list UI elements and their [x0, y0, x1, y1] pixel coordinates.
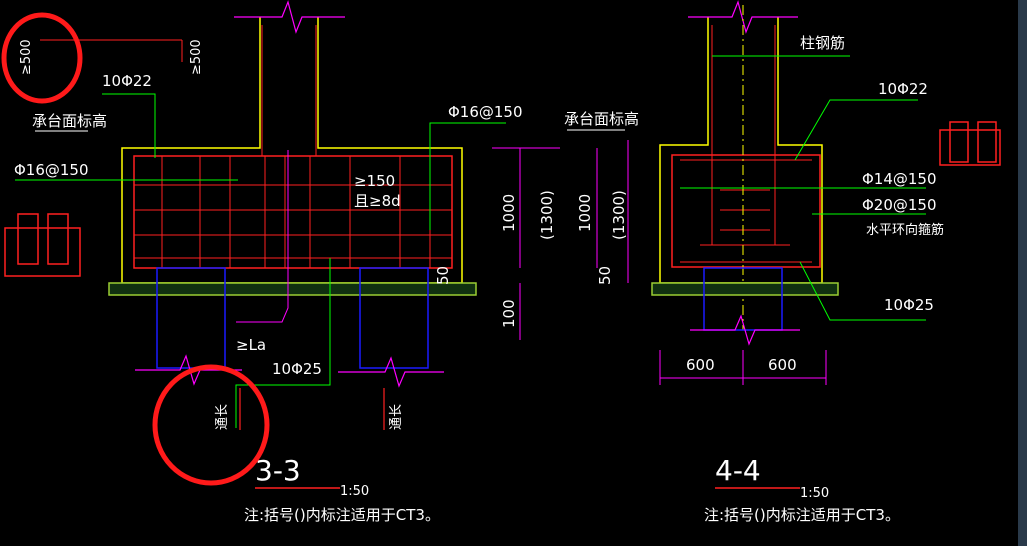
leader-10phi22-3-3 [102, 93, 156, 158]
dim-1300-4-4: (1300) [610, 190, 628, 240]
dim-1000-3-3: 1000 [500, 194, 518, 232]
cushion-layer-3-3 [108, 282, 477, 296]
section-3-3: ≥500 ≥500 10Φ22 承台面标高 Φ16@150 Φ16@150 ≥1… [14, 0, 560, 524]
left-symbol [4, 213, 81, 277]
label-la: ≥La [236, 336, 266, 354]
right-symbol [939, 121, 1001, 166]
section-note-3-3: 注:括号()内标注适用于CT3。 [244, 506, 440, 524]
label-10phi22-4-4: 10Φ22 [878, 80, 928, 98]
anchor-bar-3-3 [235, 258, 331, 428]
column-break-top-3-3 [234, 0, 345, 34]
pile-break-4-4 [690, 314, 800, 346]
label-8d: 且≥8d [354, 192, 401, 210]
dim-50-3-3: 50 [434, 266, 452, 285]
label-10phi25-4-4: 10Φ25 [884, 296, 934, 314]
dim-50-4-4: 50 [596, 266, 614, 285]
column-break-top-4-4 [688, 0, 798, 34]
leader-phi16-right [429, 122, 506, 230]
pile-break-right-3-3 [338, 356, 444, 388]
leader-10phi25-4-4 [799, 261, 926, 321]
dim-100-3-3: 100 [500, 299, 518, 328]
label-horizontal-stirrup: 水平环向箍筋 [866, 222, 944, 238]
label-10phi25-3-3: 10Φ25 [272, 360, 322, 378]
la-leader-3-3 [236, 150, 289, 323]
label-phi14: Φ14@150 [862, 170, 937, 188]
highlight-circle-bottom [152, 364, 270, 486]
section-scale-3-3: 1:50 [340, 484, 369, 499]
dim-600-right: 600 [768, 356, 797, 374]
label-cap-elev-3-3: 承台面标高 [32, 112, 107, 130]
section-title-3-3: 3-3 [255, 454, 301, 487]
label-column-bars: 柱钢筋 [800, 34, 845, 52]
dim-1300-3-3: (1300) [538, 190, 556, 240]
label-10phi22-3-3: 10Φ22 [102, 72, 152, 90]
rebar-cage-4-4 [671, 154, 821, 268]
dim-1000-4-4: 1000 [576, 194, 594, 232]
label-tongchang-left: 通长 [215, 404, 230, 430]
cushion-layer-4-4 [651, 282, 839, 296]
leader-10phi22-4-4 [794, 99, 918, 161]
pile-4-4 [703, 267, 783, 331]
label-cap-elev-4-4: 承台面标高 [564, 110, 639, 128]
section-title-4-4: 4-4 [715, 454, 761, 487]
label-phi20: Φ20@150 [862, 196, 937, 214]
right-edge-strip [1018, 0, 1027, 546]
rebar-grid-3-3 [40, 25, 452, 268]
dim-600-left: 600 [686, 356, 715, 374]
section-note-4-4: 注:括号()内标注适用于CT3。 [704, 506, 900, 524]
label-phi16-left: Φ16@150 [14, 161, 89, 179]
highlight-circle-top [1, 12, 83, 104]
section-4-4: 柱钢筋 承台面标高 10Φ22 Φ14@150 Φ20@150 水平环向箍筋 1… [564, 0, 944, 524]
label-phi16-right: Φ16@150 [448, 103, 523, 121]
label-150: ≥150 [354, 172, 395, 190]
label-500-left: ≥500 [19, 39, 34, 75]
label-500-right: ≥500 [189, 39, 204, 75]
rebar-cage-3-3 [133, 155, 453, 269]
rebar-detail-4-4 [680, 25, 812, 263]
section-scale-4-4: 1:50 [800, 486, 829, 501]
label-tongchang-right: 通长 [389, 404, 404, 430]
